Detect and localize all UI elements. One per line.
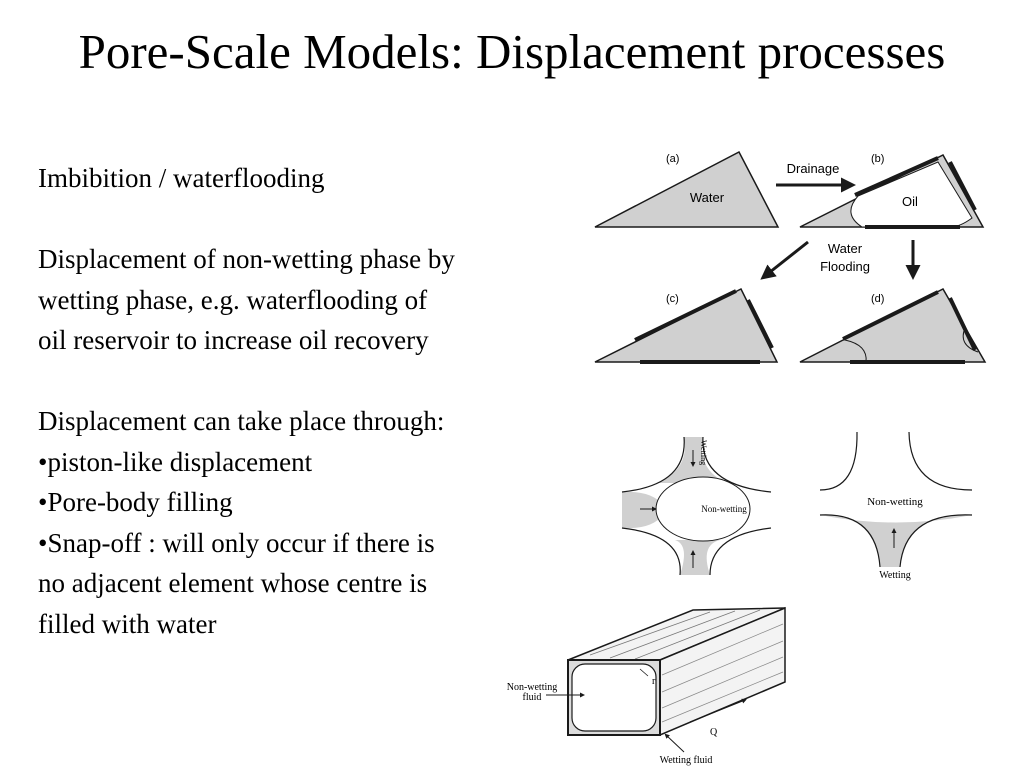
list-intro: Displacement can take place through:	[38, 406, 445, 436]
right-wetting-label: Wetting	[879, 570, 910, 581]
tube-side-face	[659, 606, 786, 737]
bullet-item: •piston-like displacement	[38, 446, 313, 477]
flow-label: Q	[710, 727, 718, 738]
radius-label: r	[652, 676, 656, 687]
bullet-item: •Pore-body filling	[38, 487, 233, 517]
tube-top-face	[567, 607, 786, 661]
tube-cross-section	[567, 659, 661, 736]
panel-label-a: (a)	[666, 153, 679, 165]
right-nonwetting-label: Non-wetting	[867, 496, 923, 508]
pore-triangle-b	[799, 154, 985, 228]
bullet-continuation: filled with water	[38, 608, 217, 639]
bullet-item: •Snap-off : will only occur if there is	[38, 527, 435, 558]
slide-body: Imbibition / waterflooding Displacement …	[38, 158, 578, 644]
flow-arrow	[689, 698, 747, 723]
left-nonwetting-label: Non-wetting	[701, 504, 747, 514]
nonwetting-fluid-label-line2: fluid	[523, 692, 542, 703]
flooding-label-line2: Flooding	[820, 259, 870, 274]
nonwetting-fluid-label-line1: Non-wetting	[507, 682, 558, 693]
pore-triangle-a	[594, 150, 780, 228]
wetting-fluid-label: Wetting fluid	[660, 755, 713, 766]
oil-region-b	[850, 161, 973, 228]
left-wetting-label: Wetting	[699, 440, 708, 465]
bullet-continuation: no adjacent element whose centre is	[38, 568, 428, 598]
paragraph-line: wetting phase, e.g. waterflooding of	[38, 284, 428, 315]
pore-triangle-c	[594, 287, 779, 363]
nonwetting-blob	[655, 476, 751, 542]
panel-label-d: (d)	[871, 293, 884, 305]
wetting-region-right	[820, 514, 972, 567]
water-label: Water	[690, 190, 725, 205]
oil-label: Oil	[902, 194, 918, 209]
nonwetting-core	[571, 663, 657, 732]
wetting-region-bottom	[675, 540, 720, 575]
slide-title: Pore-Scale Models: Displacement processe…	[78, 24, 946, 79]
flooding-arrow-left	[760, 240, 809, 280]
panel-label-b: (b)	[871, 153, 884, 165]
wetting-region-top	[656, 437, 727, 483]
flooding-label-line1: Water	[828, 241, 863, 256]
panel-label-c: (c)	[666, 293, 679, 305]
paragraph-line: Displacement of non-wetting phase by	[38, 244, 455, 274]
section-heading: Imbibition / waterflooding	[38, 163, 325, 193]
pore-triangle-d	[799, 288, 987, 363]
paragraph-line: oil reservoir to increase oil recovery	[38, 325, 429, 355]
drainage-label: Drainage	[787, 161, 840, 176]
wetting-region-left	[622, 491, 666, 529]
